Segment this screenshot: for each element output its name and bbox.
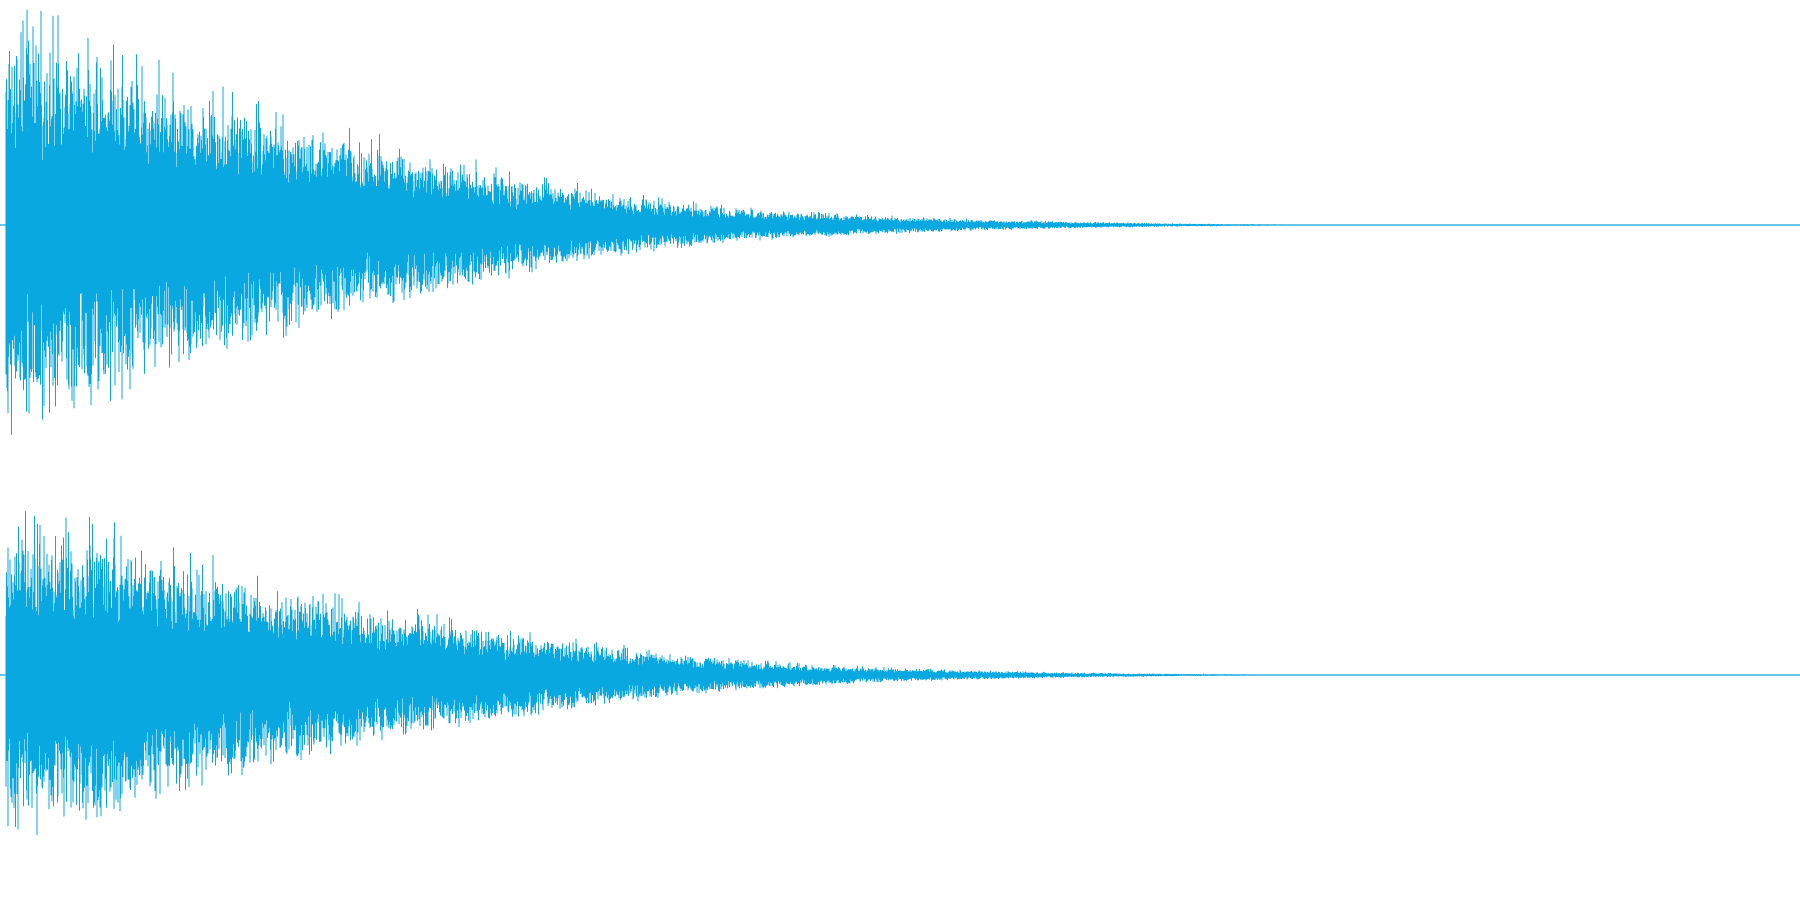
channel-right-waveform bbox=[5, 511, 1341, 836]
waveform-channel-left-plot bbox=[0, 9, 1800, 435]
waveform-channel-right[interactable] bbox=[0, 450, 1800, 900]
channel-left-waveform bbox=[5, 9, 1343, 435]
waveform-channel-right-plot bbox=[0, 511, 1800, 836]
waveform-channel-left[interactable] bbox=[0, 0, 1800, 450]
